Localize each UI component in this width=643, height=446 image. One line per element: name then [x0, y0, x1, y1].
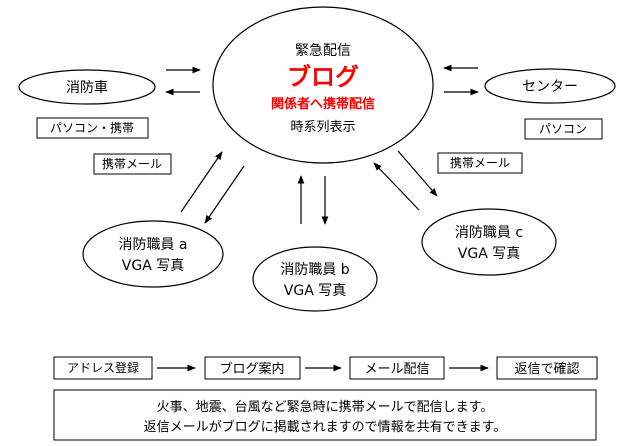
flow-step-reply-confirm: 返信で確認	[496, 356, 598, 380]
staff-b-node: 消防職員 b VGA 写真	[252, 246, 378, 312]
fire-truck-node: 消防車	[18, 69, 156, 105]
fire-truck-mail-box: 携帯メール	[93, 153, 172, 175]
description-line-2: 返信メールがブログに掲載されますので情報を共有できます。	[144, 419, 507, 435]
center-station-mail-label: 携帯メール	[450, 155, 510, 170]
arrow-blog-to-staff-c	[397, 150, 438, 197]
fire-truck-device-box: パソコン・携帯	[36, 117, 149, 139]
flow-step-address-registration: アドレス登録	[53, 356, 153, 380]
staff-a-photo: VGA 写真	[122, 258, 184, 274]
staff-a-name: 消防職員 a	[118, 237, 187, 253]
staff-a-node: 消防職員 a VGA 写真	[82, 220, 224, 288]
arrow-blog-to-staff-a	[204, 165, 245, 224]
fire-truck-device-label: パソコン・携帯	[50, 120, 134, 135]
flow-step-label: 返信で確認	[514, 361, 579, 377]
flow-step-label: アドレス登録	[67, 360, 139, 375]
description-box: 火事、地震、台風など緊急時に携帯メールで配信します。 返信メールがブログに掲載さ…	[53, 389, 597, 441]
staff-c-name: 消防職員 c	[455, 225, 523, 241]
center-station-label: センター	[522, 79, 578, 95]
staff-c-node: 消防職員 c VGA 写真	[421, 208, 557, 276]
blog-line-timeline: 時系列表示	[290, 120, 355, 135]
blog-node: 緊急配信 ブログ 関係者へ携帯配信 時系列表示	[212, 6, 434, 164]
blog-line-delivery: 関係者へ携帯配信	[271, 96, 375, 112]
blog-title: ブログ	[287, 63, 359, 91]
flow-step-blog-guide: ブログ案内	[204, 356, 301, 380]
description-line-1: 火事、地震、台風など緊急時に携帯メールで配信します。	[157, 399, 494, 415]
staff-b-name: 消防職員 b	[280, 262, 349, 278]
staff-b-photo: VGA 写真	[284, 283, 346, 299]
arrow-staff-c-to-blog	[373, 162, 420, 211]
center-station-device-label: パソコン	[539, 122, 587, 136]
blog-line-emergency: 緊急配信	[295, 43, 351, 59]
flow-step-label: ブログ案内	[219, 361, 284, 377]
flow-step-mail-delivery: メール配信	[349, 356, 445, 380]
fire-truck-mail-label: 携帯メール	[102, 156, 162, 171]
arrow-staff-a-to-blog	[180, 151, 223, 213]
center-station-device-box: パソコン	[524, 118, 603, 140]
fire-truck-label: 消防車	[66, 79, 108, 96]
center-station-node: センター	[484, 68, 616, 104]
staff-c-photo: VGA 写真	[458, 246, 520, 262]
center-station-mail-box: 携帯メール	[437, 152, 523, 174]
flow-step-label: メール配信	[364, 362, 429, 377]
